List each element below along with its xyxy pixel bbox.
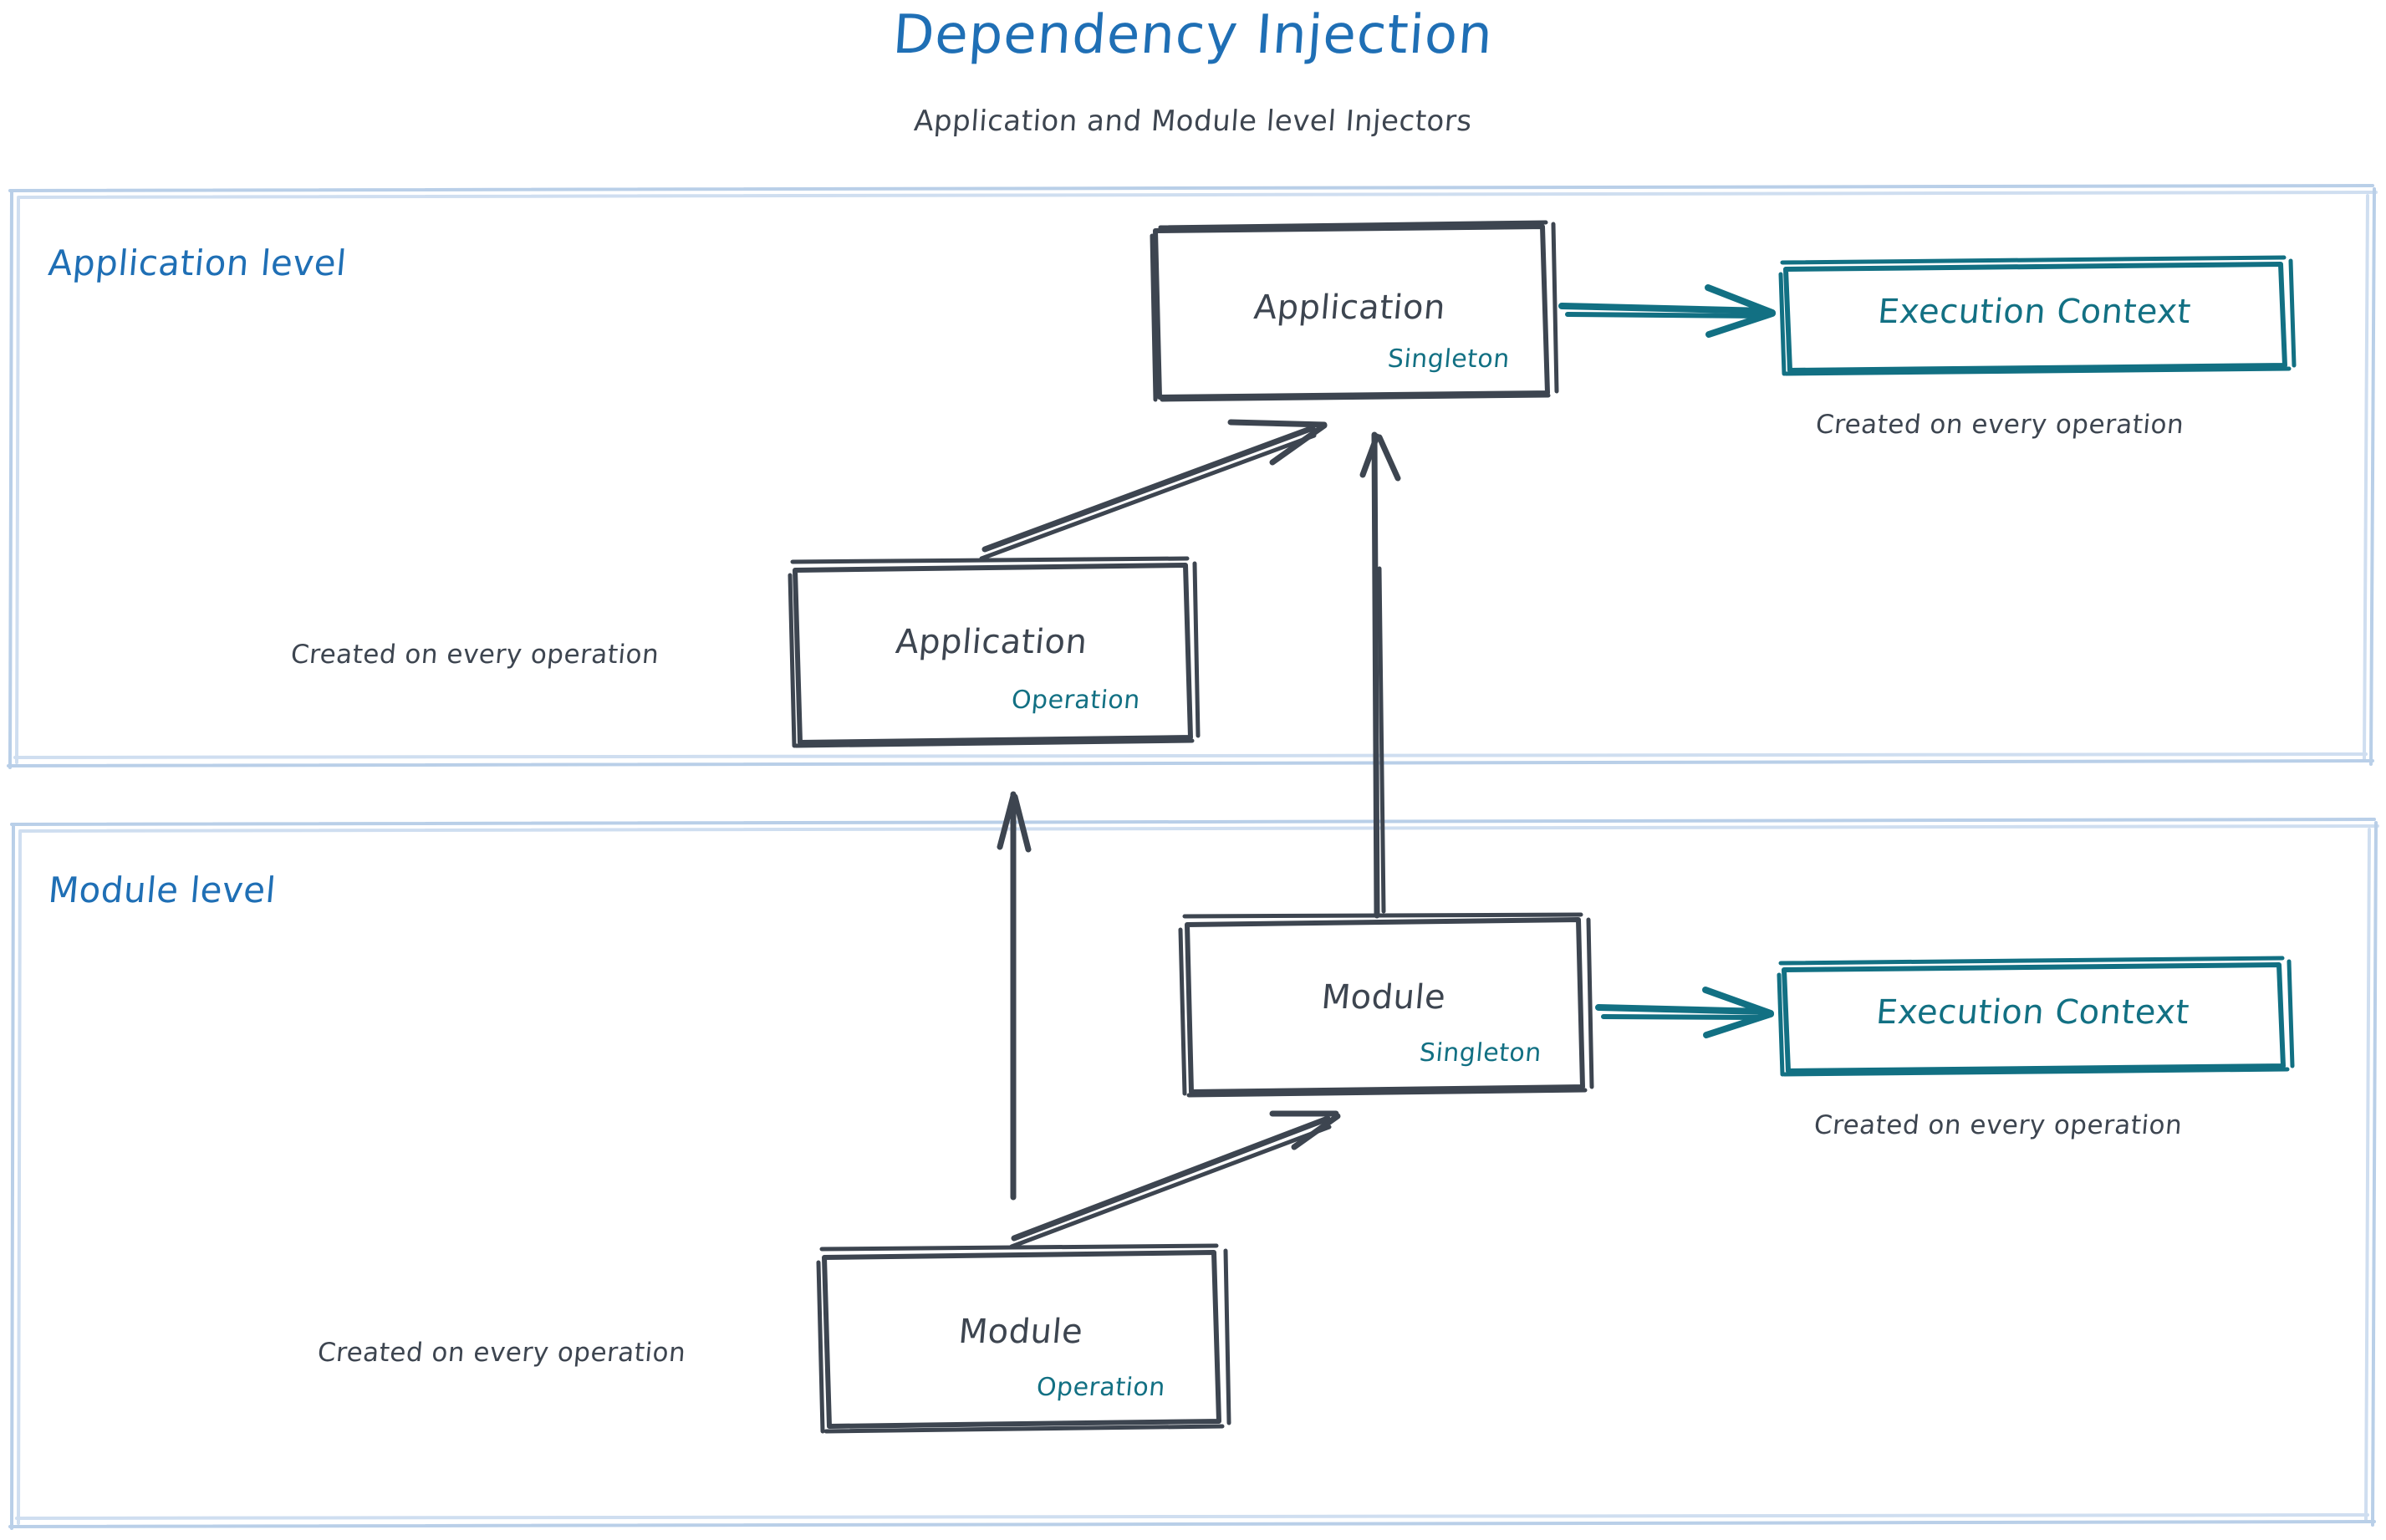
arrow-app-singleton-to-exec-context: [1558, 284, 1776, 338]
note-application-operation: Created on every operation: [289, 640, 660, 670]
box-label-application-operation-title: Application: [894, 623, 1089, 661]
box-label-application-operation-scope: Operation: [1010, 686, 1142, 715]
box-label-module-execution-context-title: Execution Context: [1874, 993, 2191, 1032]
panel-frame-application-level: [7, 184, 2378, 769]
arrow-module-singleton-to-app-singleton: [1359, 431, 1401, 919]
note-module-execution-context: Created on every operation: [1812, 1110, 2184, 1140]
page-subtitle: Application and Module level Injectors: [913, 105, 1473, 138]
arrow-module-operation-to-module-singleton: [1009, 1110, 1341, 1249]
page-title: Dependency Injection: [890, 4, 1496, 66]
arrow-module-singleton-to-exec-context: [1595, 987, 1774, 1038]
arrow-app-operation-to-app-singleton: [979, 419, 1328, 561]
box-label-module-singleton-scope: Singleton: [1418, 1038, 1543, 1068]
arrow-module-operation-to-app-operation: [997, 791, 1032, 1201]
note-application-execution-context: Created on every operation: [1814, 410, 2185, 440]
panel-label-module-level: Module level: [46, 869, 278, 910]
note-module-operation: Created on every operation: [316, 1338, 687, 1368]
box-label-module-operation-scope: Operation: [1035, 1373, 1167, 1402]
box-label-module-singleton-title: Module: [1319, 978, 1448, 1017]
panel-frame-module-level: [8, 818, 2379, 1530]
panel-label-application-level: Application level: [46, 242, 349, 283]
box-label-application-execution-context-title: Execution Context: [1876, 293, 2193, 331]
box-label-application-singleton-title: Application: [1252, 288, 1448, 327]
box-label-application-singleton-scope: Singleton: [1386, 344, 1512, 374]
box-label-module-operation-title: Module: [956, 1313, 1085, 1351]
